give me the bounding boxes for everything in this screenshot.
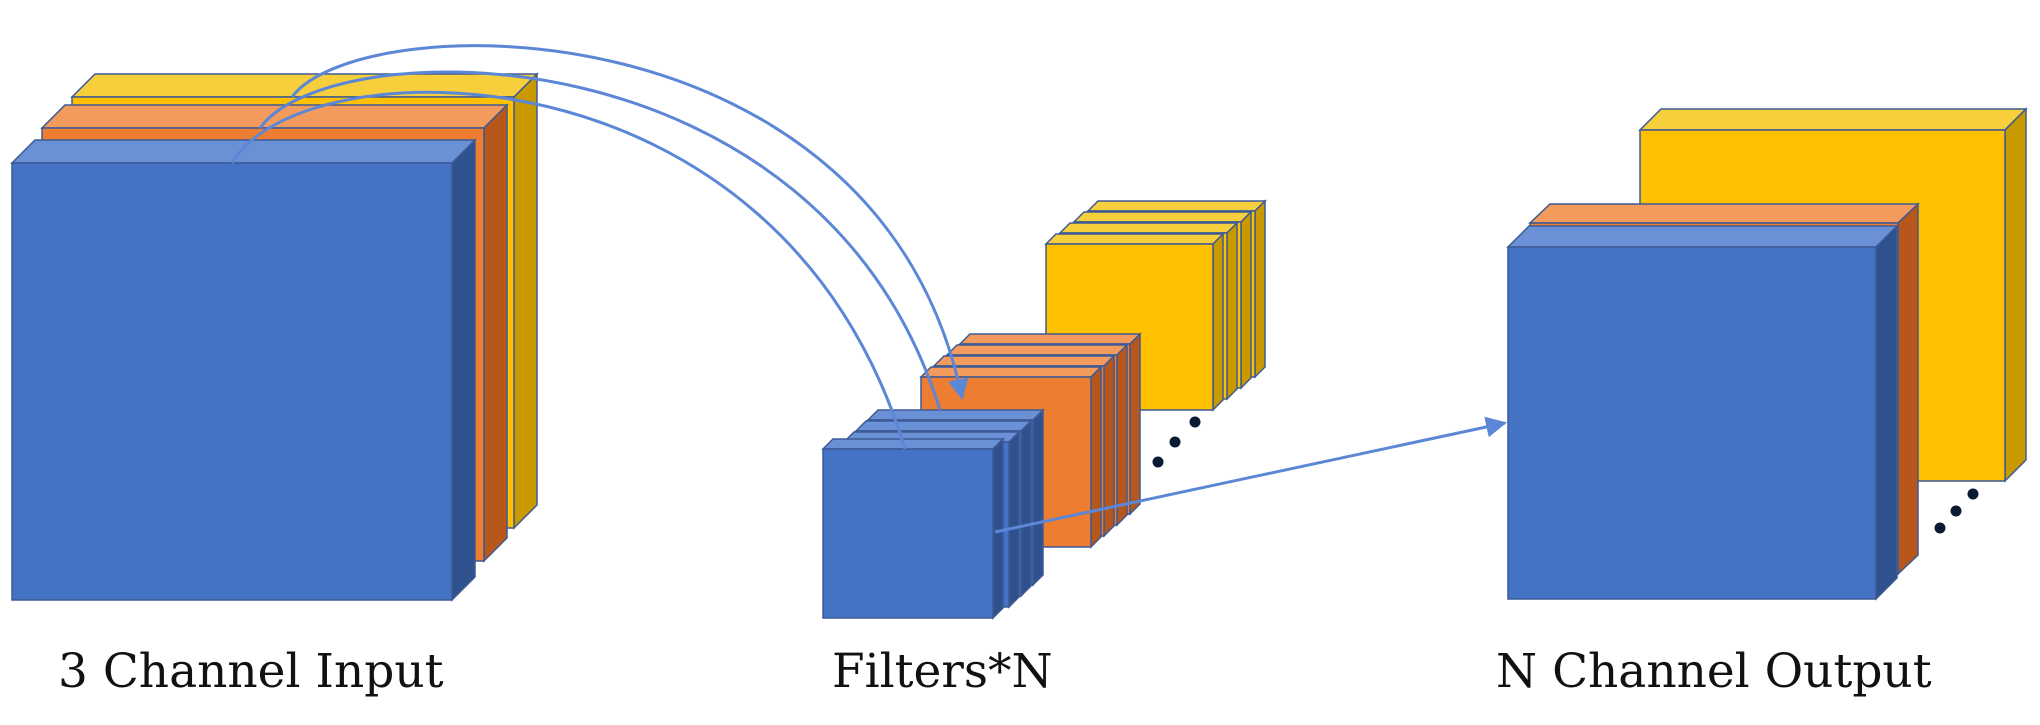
filter-layer xyxy=(821,437,1005,620)
curve-orange-channel xyxy=(258,70,942,411)
input-caption: 3 Channel Input xyxy=(58,644,444,699)
filter-to-output-arrow xyxy=(994,416,1508,534)
filter-group-blue xyxy=(821,408,1045,620)
input-to-filter-curves xyxy=(230,44,969,450)
output-ellipsis xyxy=(1934,488,1979,534)
output-caption: N Channel Output xyxy=(1496,644,1932,699)
output-channel-blue xyxy=(1506,224,1899,601)
curve-yellow-channel xyxy=(290,44,969,401)
filters-caption: Filters*N xyxy=(832,644,1053,699)
curve-blue-channel xyxy=(230,90,907,450)
input-volume xyxy=(10,72,539,602)
output-volume xyxy=(1506,107,2028,601)
input-channel-blue xyxy=(10,138,477,602)
filters-ellipsis xyxy=(1152,416,1201,468)
